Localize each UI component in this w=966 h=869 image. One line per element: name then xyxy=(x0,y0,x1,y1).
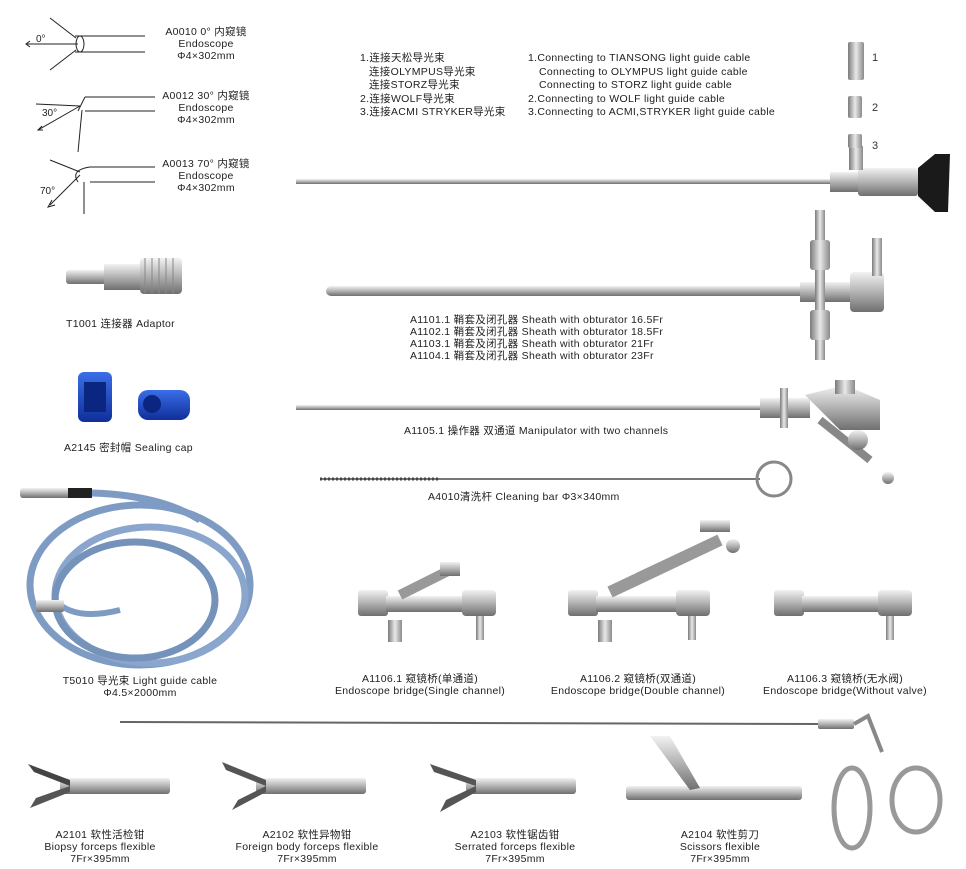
light-cable-label: T5010 导光束 Light guide cable Φ4.5×2000mm xyxy=(40,675,240,699)
forceps-size: 7Fr×395mm xyxy=(70,853,130,865)
scissors-tip-image xyxy=(626,736,802,800)
connect-cn-item: 连接OLYMPUS导光束 xyxy=(369,65,476,78)
connect-en-item: 3.Connecting to ACMI,STRYKER light guide… xyxy=(528,106,776,118)
forceps-size: 7Fr×395mm xyxy=(277,853,337,865)
scope-size: Φ4×302mm xyxy=(177,50,235,62)
light-cable-name: T5010 导光束 Light guide cable xyxy=(62,675,218,687)
endoscope-image xyxy=(296,42,950,212)
sealing-cap-image xyxy=(78,372,190,422)
sealing-cap-label: A2145 密封帽 Sealing cap xyxy=(64,442,193,454)
bridge-no-valve-image xyxy=(774,590,912,640)
forceps-size: 7Fr×395mm xyxy=(485,853,545,865)
connect-cn-item: 2.连接WOLF导光束 xyxy=(360,92,455,105)
connect-cn-item: 1.连接天松导光束 xyxy=(360,52,445,64)
angle-label-0: 0° xyxy=(36,34,46,45)
bridge-double-label: A1106.2 窥镜桥(双通道) Endoscope bridge(Double… xyxy=(538,673,738,697)
sheath-image xyxy=(326,210,884,360)
bridge-single-image xyxy=(358,562,496,642)
scope-size: Φ4×302mm xyxy=(177,114,235,126)
light-cable-image xyxy=(20,488,254,669)
forceps-code: A2104 软性剪刀 xyxy=(680,829,760,841)
adaptor-number-1: 1 xyxy=(872,52,879,64)
bridge-name: Endoscope bridge(Single channel) xyxy=(334,685,506,697)
forceps-name: Scissors flexible xyxy=(679,841,761,853)
angle-label-30: 30° xyxy=(42,108,58,119)
bridge-no-valve-label: A1106.3 窥镜桥(无水阀) Endoscope bridge(Withou… xyxy=(745,673,945,697)
bridge-double-image xyxy=(568,520,740,642)
forceps-size: 7Fr×395mm xyxy=(690,853,750,865)
sheath-list: A1101.1 鞘套及闭孔器 Sheath with obturator 16.… xyxy=(410,314,663,362)
adaptor-number-3: 3 xyxy=(872,140,879,152)
manipulator-label: A1105.1 操作器 双通道 Manipulator with two cha… xyxy=(404,425,669,437)
forceps-name: Foreign body forceps flexible xyxy=(235,841,379,853)
bridge-code: A1106.1 窥镜桥(单通道) xyxy=(361,673,479,685)
sheath-item: A1104.1 鞘套及闭孔器 Sheath with obturator 23F… xyxy=(410,350,654,362)
scissors-label: A2104 软性剪刀 Scissors flexible 7Fr×395mm xyxy=(640,829,800,865)
light-cable-size: Φ4.5×2000mm xyxy=(103,687,177,699)
flexible-forceps-image xyxy=(119,713,943,851)
connect-cn-item: 连接STORZ导光束 xyxy=(369,79,460,91)
sheath-item: A1103.1 鞘套及闭孔器 Sheath with obturator 21F… xyxy=(410,338,654,350)
foreign-body-forceps-tip-image xyxy=(222,762,366,810)
bridge-single-label: A1106.1 窥镜桥(单通道) Endoscope bridge(Single… xyxy=(320,673,520,697)
cleaning-bar-image xyxy=(320,460,793,498)
connect-en-item: Connecting to OLYMPUS light guide cable xyxy=(539,65,748,78)
sheath-item: A1102.1 鞘套及闭孔器 Sheath with obturator 18.… xyxy=(410,326,664,338)
serrated-forceps-label: A2103 软性锯齿钳 Serrated forceps flexible 7F… xyxy=(430,829,600,865)
cleaning-bar-label: A4010清洗杆 Cleaning bar Φ3×340mm xyxy=(428,491,620,503)
scope-tip-30-diagram xyxy=(35,96,155,153)
scope-0-label: A0010 0° 内窥镜 Endoscope Φ4×302mm xyxy=(150,26,262,62)
adaptor-label: T1001 连接器 Adaptor xyxy=(66,318,175,330)
manipulator-image xyxy=(296,380,894,484)
adaptor-image xyxy=(66,258,182,294)
connect-en-list: 1.Connecting to TIANSONG light guide cab… xyxy=(528,52,775,120)
scope-name: Endoscope xyxy=(178,102,234,114)
scope-tip-70-diagram xyxy=(46,159,155,214)
biopsy-forceps-label: A2101 软性活检钳 Biopsy forceps flexible 7Fr×… xyxy=(20,829,180,865)
serrated-forceps-tip-image xyxy=(430,764,576,812)
connect-en-item: 2.Connecting to WOLF light guide cable xyxy=(528,92,726,105)
foreign-body-forceps-label: A2102 软性异物钳 Foreign body forceps flexibl… xyxy=(222,829,392,865)
scope-code: A0012 30° 内窥镜 xyxy=(162,90,250,102)
scope-tip-0-diagram xyxy=(25,17,145,71)
forceps-code: A2101 软性活检钳 xyxy=(55,829,145,841)
forceps-code: A2103 软性锯齿钳 xyxy=(470,829,560,841)
connect-en-item: 1.Connecting to TIANSONG light guide cab… xyxy=(528,52,751,64)
forceps-code: A2102 软性异物钳 xyxy=(262,829,352,841)
sheath-item: A1101.1 鞘套及闭孔器 Sheath with obturator 16.… xyxy=(410,314,664,326)
bridge-code: A1106.3 窥镜桥(无水阀) xyxy=(786,673,904,685)
adaptor-number-2: 2 xyxy=(872,102,879,114)
forceps-name: Serrated forceps flexible xyxy=(454,841,576,853)
scope-size: Φ4×302mm xyxy=(177,182,235,194)
scope-code: A0010 0° 内窥镜 xyxy=(165,26,247,38)
bridge-name: Endoscope bridge(Without valve) xyxy=(763,685,927,697)
scope-name: Endoscope xyxy=(178,170,234,182)
biopsy-forceps-tip-image xyxy=(28,764,170,808)
bridge-code: A1106.2 窥镜桥(双通道) xyxy=(579,673,697,685)
scope-30-label: A0012 30° 内窥镜 Endoscope Φ4×302mm xyxy=(150,90,262,126)
scope-70-label: A0013 70° 内窥镜 Endoscope Φ4×302mm xyxy=(150,158,262,194)
forceps-name: Biopsy forceps flexible xyxy=(44,841,156,853)
scope-code: A0013 70° 内窥镜 xyxy=(162,158,250,170)
angle-label-70: 70° xyxy=(40,186,56,197)
connect-cn-list: 1.连接天松导光束 连接OLYMPUS导光束 连接STORZ导光束 2.连接WO… xyxy=(360,52,506,120)
bridge-name: Endoscope bridge(Double channel) xyxy=(550,685,726,697)
scope-name: Endoscope xyxy=(178,38,234,50)
connect-en-item: Connecting to STORZ light guide cable xyxy=(539,79,733,91)
connect-cn-item: 3.连接ACMI STRYKER导光束 xyxy=(360,106,506,118)
